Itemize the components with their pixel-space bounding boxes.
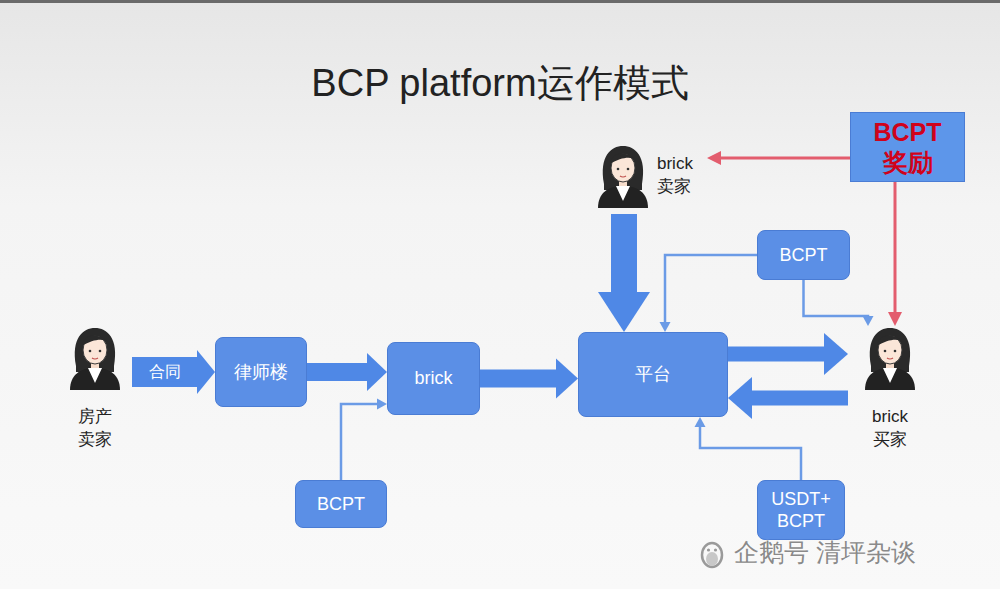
arrow-shaft [894, 182, 897, 313]
flow-arrow [728, 333, 848, 375]
process-box: BCPT 奖励 [850, 112, 965, 182]
arrow-shaft [480, 370, 557, 388]
diagram-title: BCP platform运作模式 [0, 58, 1000, 109]
process-box: 平台 [578, 332, 728, 417]
flow-arrow [307, 353, 387, 391]
arrow-shaft [804, 280, 869, 317]
arrow-head [377, 399, 387, 410]
top-rule [0, 0, 1000, 3]
edge-label: 合同 [147, 362, 183, 381]
node-label: 平台 [635, 363, 671, 386]
person-icon [67, 326, 123, 390]
person-figure: brick 卖家 [595, 138, 707, 214]
watermark: 企鹅号 清坪杂谈 [734, 536, 916, 569]
arrow-head [598, 292, 650, 332]
arrow-head [556, 359, 578, 399]
node-label: USDT+ BCPT [766, 488, 836, 533]
process-box: brick [387, 342, 480, 415]
person-figure: 房产 卖家 [58, 326, 132, 464]
arrow-head [824, 333, 848, 375]
arrow-shaft [720, 157, 850, 160]
node-label: BCPT 奖励 [859, 117, 956, 177]
arrow-shaft [700, 426, 801, 480]
node-label: BCPT [317, 493, 365, 516]
penguin-logo [702, 543, 722, 567]
node-label: BCPT [779, 244, 827, 267]
arrow-shaft [307, 363, 368, 381]
flow-arrow [598, 214, 650, 332]
arrow-head [660, 322, 671, 332]
arrow-head [863, 316, 874, 326]
process-box: BCPT [295, 480, 387, 528]
arrow-shaft [728, 347, 825, 362]
node-label: brick [414, 367, 452, 390]
flow-arrow [707, 151, 850, 165]
process-box: USDT+ BCPT [757, 480, 845, 540]
arrow-shaft [751, 391, 848, 406]
flow-arrow [341, 399, 387, 481]
flow-arrow [804, 280, 874, 326]
process-box: BCPT [757, 230, 850, 280]
node-label: brick 卖家 [657, 153, 705, 199]
flow-arrow [695, 417, 802, 480]
arrow-head [367, 353, 387, 391]
arrow-head [728, 377, 752, 419]
node-label: 房产 卖家 [72, 406, 118, 452]
person-icon [862, 326, 918, 390]
arrow-head [695, 417, 706, 427]
flow-arrow [660, 255, 758, 332]
arrow-shaft [665, 255, 757, 323]
person-icon [595, 144, 651, 208]
arrow-head [707, 151, 721, 165]
person-figure: brick 买家 [848, 326, 932, 464]
flow-arrow [132, 350, 215, 394]
node-label: 律师楼 [234, 361, 288, 384]
arrow-head [888, 312, 902, 326]
arrow-shaft [132, 357, 198, 387]
flow-arrow [728, 377, 848, 419]
arrow-shaft [341, 404, 378, 480]
arrow-shaft [611, 214, 637, 293]
process-box: 律师楼 [215, 337, 307, 407]
flow-arrow [888, 182, 902, 326]
node-label: brick 买家 [867, 406, 913, 452]
arrow-head [197, 350, 215, 394]
flow-arrow [480, 359, 578, 399]
